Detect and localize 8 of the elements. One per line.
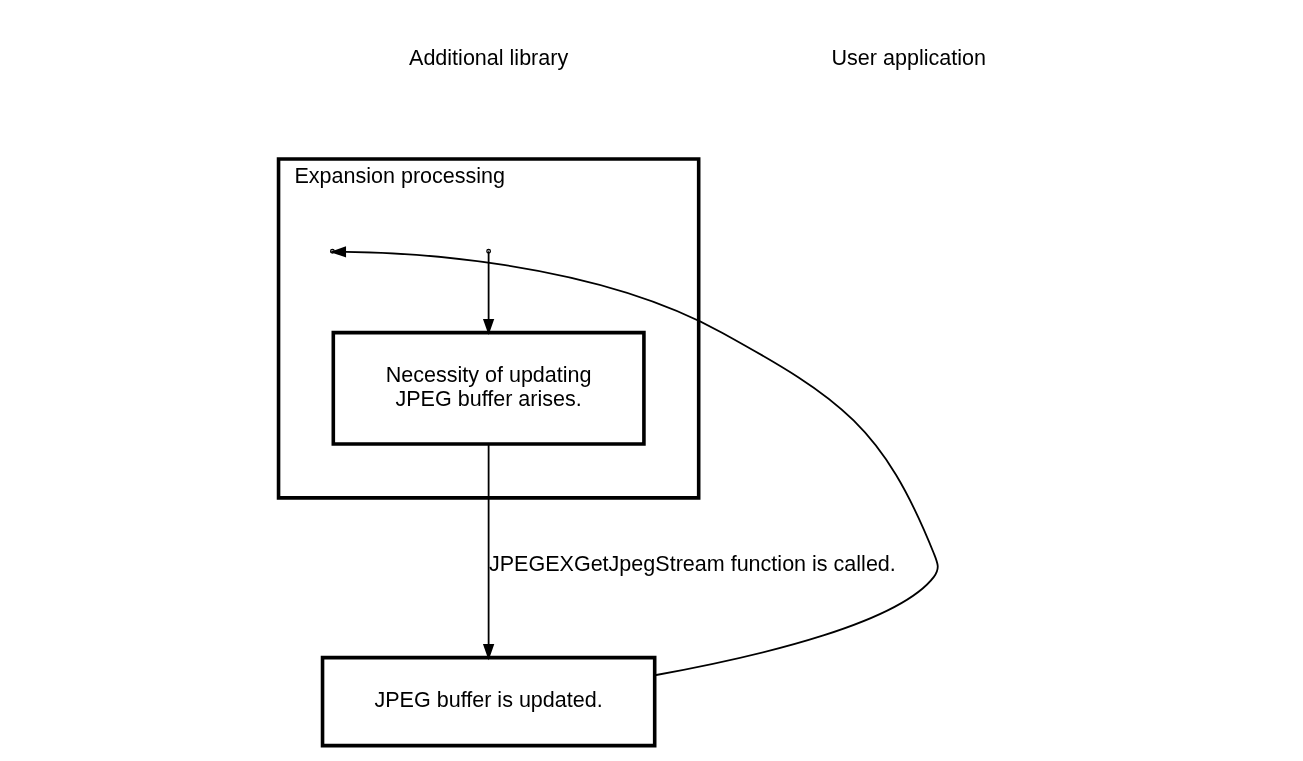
- node-box: JPEG buffer is updated.: [320, 655, 656, 748]
- arrow: [482, 443, 494, 661]
- arrow: [482, 251, 494, 336]
- node-box: Necessity of updating JPEG buffer arises.: [331, 330, 646, 446]
- label: Additional library: [408, 45, 568, 70]
- label: User application: [831, 45, 986, 70]
- arrow: [329, 246, 939, 677]
- edge-label: JPEGEXGetJpegStream function is called.: [488, 551, 896, 576]
